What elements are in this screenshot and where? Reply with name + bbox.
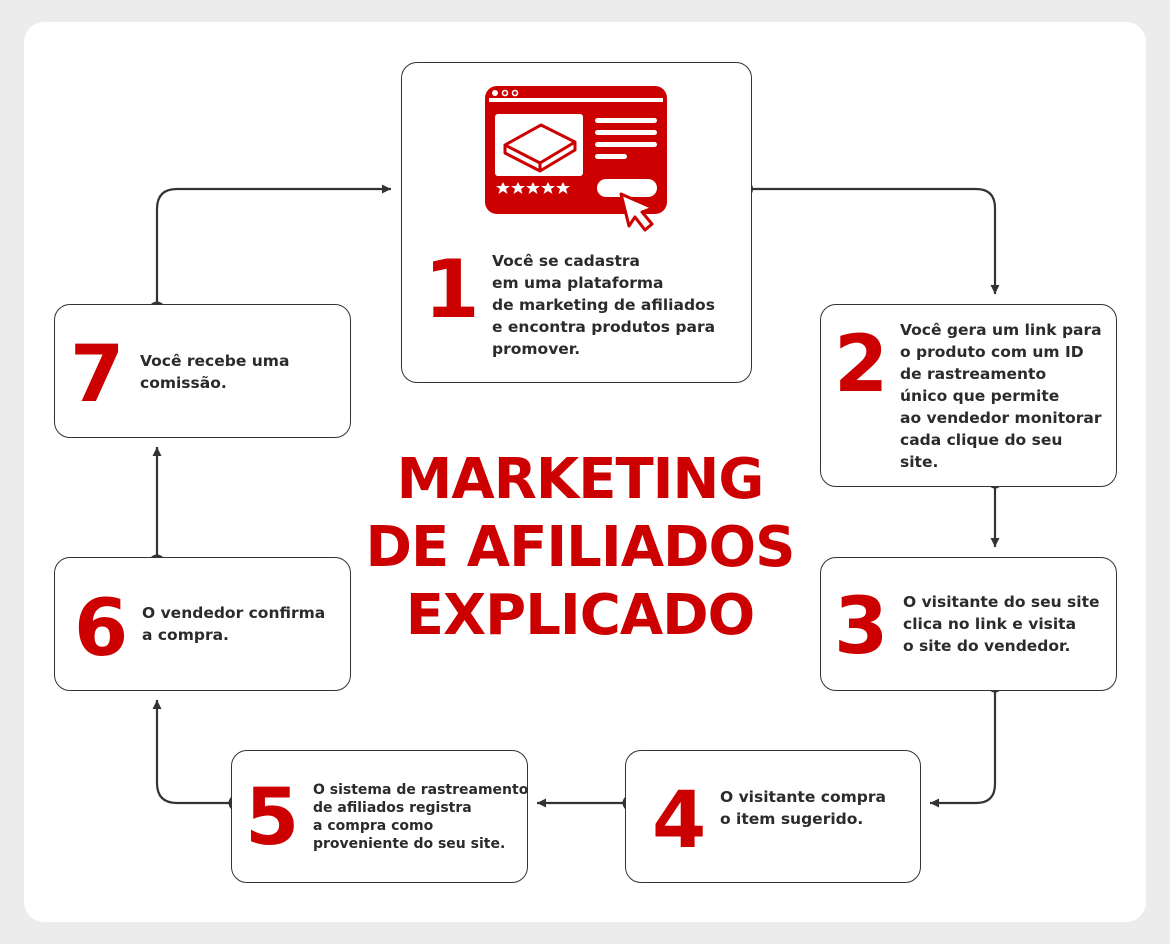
step-4-number: 4 bbox=[652, 776, 707, 866]
connector-7-to-1 bbox=[155, 184, 391, 304]
step-6-text: O vendedor confirma a compra. bbox=[142, 604, 326, 644]
connector-1-to-2 bbox=[751, 187, 1000, 294]
step-4-text: O visitante compra o item sugerido. bbox=[720, 788, 886, 828]
step-2-text: Você gera um link para o produto com um … bbox=[900, 321, 1102, 471]
step-4-box bbox=[625, 750, 921, 883]
step-7-box bbox=[54, 304, 351, 438]
step-6-number: 6 bbox=[74, 584, 129, 674]
step-6-box bbox=[54, 557, 351, 691]
connector-3-to-4 bbox=[930, 690, 997, 808]
step-5-number: 5 bbox=[245, 773, 300, 863]
step-2-box bbox=[820, 304, 1117, 487]
step-3-text: O visitante do seu site clica no link e … bbox=[903, 593, 1100, 655]
step-5-box bbox=[231, 750, 528, 883]
title-line-3: EXPLICADO bbox=[405, 583, 756, 648]
title-line-2: DE AFILIADOS bbox=[365, 515, 796, 580]
title-line-1: MARKETING bbox=[396, 447, 765, 512]
connector-5-to-6 bbox=[152, 700, 231, 805]
browser-product-page-click-icon bbox=[485, 86, 667, 232]
step-1-text: Você se cadastra em uma plataforma de ma… bbox=[492, 252, 716, 358]
step-2-number: 2 bbox=[834, 320, 889, 410]
step-5-text: O sistema de rastreamento de afiliados r… bbox=[313, 782, 529, 852]
step-7-text: Você recebe uma comissão. bbox=[140, 352, 290, 392]
diagram-title: MARKETING DE AFILIADOS EXPLICADO bbox=[340, 446, 820, 650]
step-3-number: 3 bbox=[834, 582, 889, 672]
step-7-number: 7 bbox=[70, 330, 125, 420]
step-1-number: 1 bbox=[424, 243, 480, 336]
step-3-box bbox=[820, 557, 1117, 691]
